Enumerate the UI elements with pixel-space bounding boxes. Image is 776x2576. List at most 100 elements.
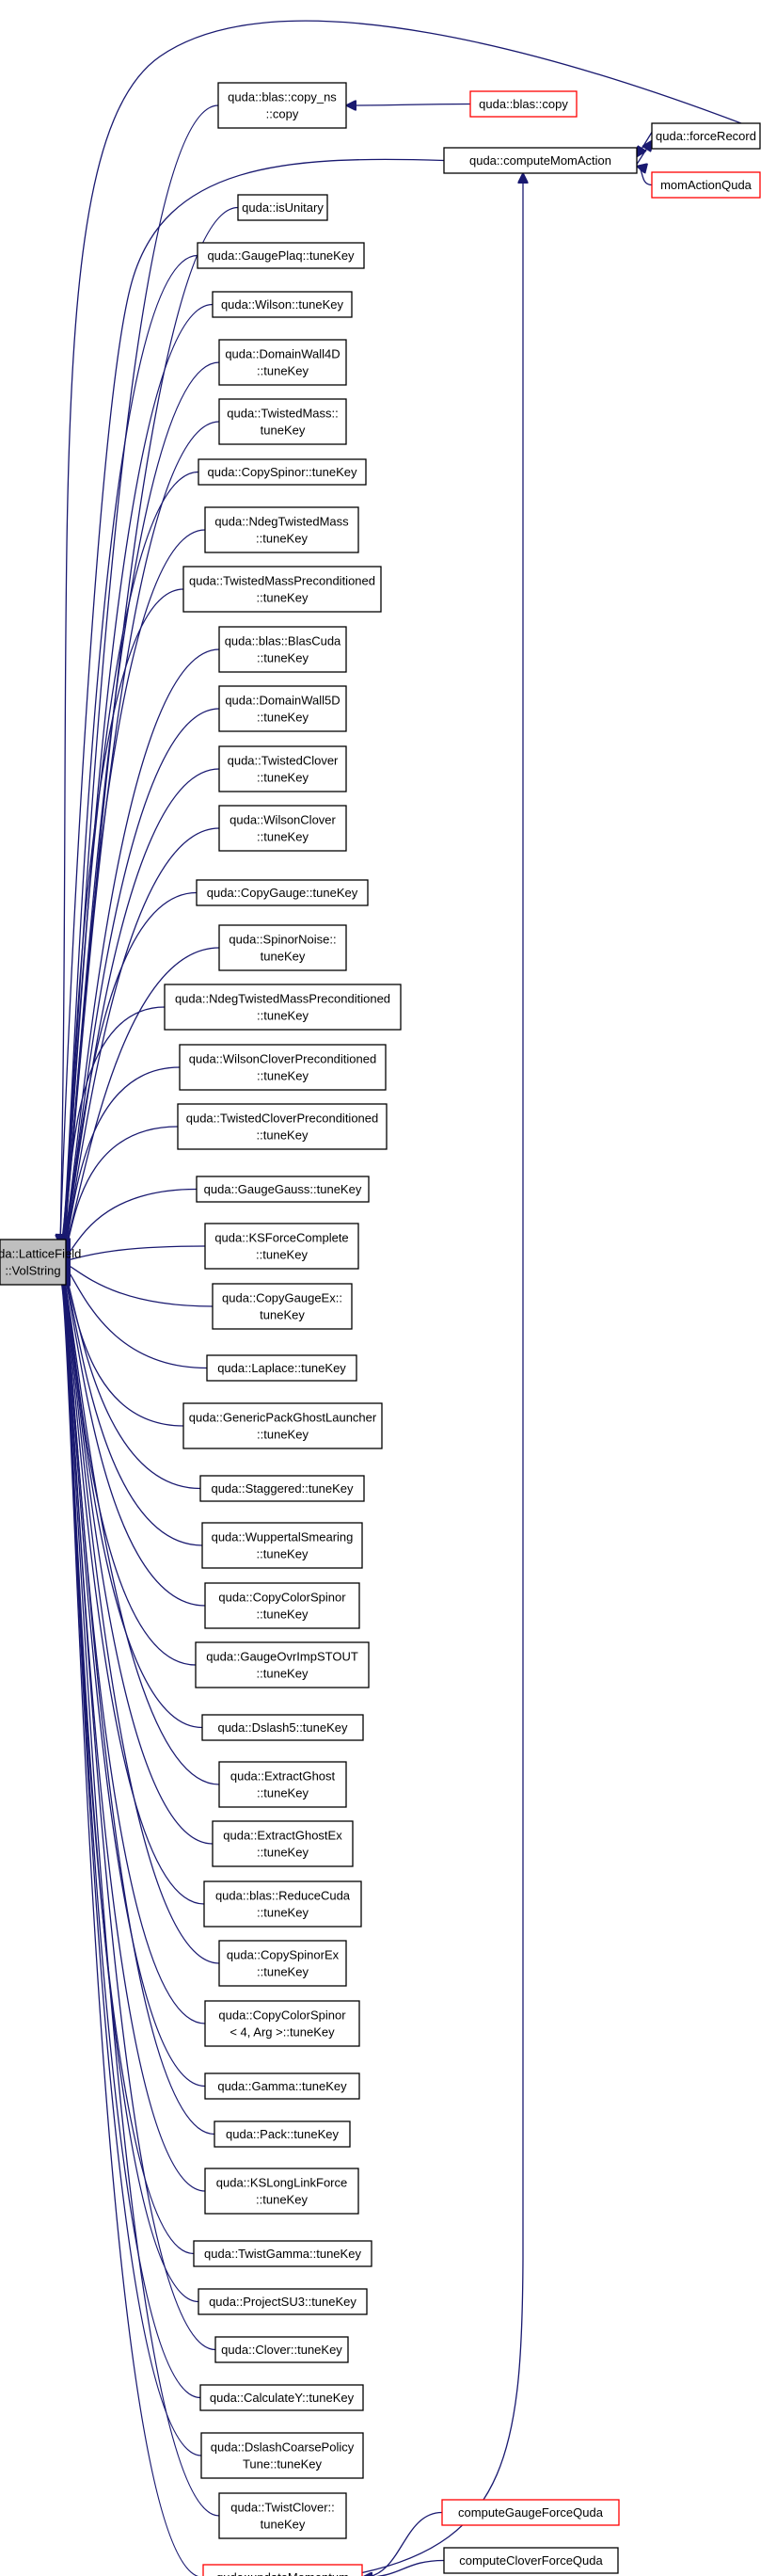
node-copy-ns[interactable]: quda::blas::copy_ns::copy — [217, 82, 347, 129]
node-label: quda::WuppertalSmearing — [212, 1530, 354, 1544]
node-dslash5[interactable]: quda::Dslash5::tuneKey — [201, 1714, 364, 1741]
edge-update-momentum-to-compute-mom-action — [361, 173, 523, 2574]
node-label: ::tuneKey — [257, 364, 309, 378]
node-box — [203, 1880, 362, 1928]
node-box — [196, 879, 369, 906]
node-box — [218, 339, 347, 386]
node-box — [441, 2499, 620, 2526]
node-compute-gauge-force-quda[interactable]: computeGaugeForceQuda — [441, 2499, 620, 2526]
node-twisted-clover[interactable]: quda::TwistedClover::tuneKey — [218, 745, 347, 792]
node-box — [214, 2336, 349, 2363]
node-label: quda::Pack::tuneKey — [226, 2127, 339, 2141]
edge-calculate-y-to-root — [60, 1278, 201, 2399]
node-spinor-noise[interactable]: quda::SpinorNoise::tuneKey — [218, 924, 347, 971]
node-box — [204, 1582, 360, 1629]
node-box — [199, 2384, 364, 2411]
node-label: quda::KSLongLinkForce — [216, 2176, 347, 2190]
node-label: quda::CopySpinor::tuneKey — [208, 465, 357, 479]
node-ndeg-tmprec[interactable]: quda::NdegTwistedMassPreconditioned::tun… — [164, 984, 402, 1031]
edge-compute-mom-action-to-force-record — [636, 141, 652, 165]
node-gauge-ovr-imp-stout[interactable]: quda::GaugeOvrImpSTOUT::tuneKey — [195, 1641, 370, 1688]
node-label: quda::Gamma::tuneKey — [217, 2079, 347, 2093]
node-box — [199, 1475, 365, 1502]
node-box — [443, 147, 638, 174]
node-twist-gamma[interactable]: quda::TwistGamma::tuneKey — [193, 2240, 372, 2267]
node-box — [206, 1354, 357, 1382]
edge-compute-clover-force-quda-to-update-momentum — [362, 2559, 445, 2576]
node-copy-spinor[interactable]: quda::CopySpinor::tuneKey — [198, 458, 367, 486]
node-laplace[interactable]: quda::Laplace::tuneKey — [206, 1354, 357, 1382]
node-domain-wall4-d[interactable]: quda::DomainWall4D::tuneKey — [218, 339, 347, 386]
node-ndeg-twisted-mass[interactable]: quda::NdegTwistedMass::tuneKey — [204, 506, 359, 553]
node-blascopy[interactable]: quda::blas::copy — [469, 90, 578, 118]
node-clover[interactable]: quda::Clover::tuneKey — [214, 2336, 349, 2363]
node-label: ::copy — [266, 107, 299, 121]
edge-wilson-clover-prec-to-root — [60, 1066, 181, 1258]
node-extract-ghost[interactable]: quda::ExtractGhost::tuneKey — [218, 1761, 347, 1808]
node-twisted-mass-prec[interactable]: quda::TwistedMassPreconditioned::tuneKey — [182, 566, 382, 613]
node-gamma[interactable]: quda::Gamma::tuneKey — [204, 2072, 360, 2100]
edge-compute-mom-action-to-root — [60, 158, 445, 1244]
node-box — [651, 171, 761, 199]
node-wuppertal-smearing[interactable]: quda::WuppertalSmearing::tuneKey — [201, 1522, 363, 1569]
edge-dslash-coarse-policy-to-root — [60, 1279, 202, 2456]
node-box — [218, 745, 347, 792]
node-box — [218, 1761, 347, 1808]
node-label: ::tuneKey — [257, 711, 309, 725]
node-box — [218, 805, 347, 852]
node-copy-color-spinor4[interactable]: quda::CopyColorSpinor< 4, Arg >::tuneKey — [204, 2000, 360, 2047]
node-wilson-clover[interactable]: quda::WilsonClover::tuneKey — [218, 805, 347, 852]
node-box — [179, 1044, 387, 1091]
node-staggered[interactable]: quda::Staggered::tuneKey — [199, 1475, 365, 1502]
node-ksforce-complete[interactable]: quda::KSForceComplete::tuneKey — [204, 1223, 359, 1270]
node-domain-wall5-d[interactable]: quda::DomainWall5D::tuneKey — [218, 685, 347, 732]
node-label: quda::TwistedCloverPreconditioned — [186, 1112, 379, 1126]
node-compute-clover-force-quda[interactable]: computeCloverForceQuda — [443, 2547, 619, 2574]
node-label: ::tuneKey — [257, 771, 309, 785]
node-label: quda::CopyGauge::tuneKey — [207, 886, 358, 900]
node-box — [201, 1714, 364, 1741]
node-pack[interactable]: quda::Pack::tuneKey — [214, 2120, 351, 2148]
edge-ksforce-complete-to-root — [60, 1245, 206, 1261]
node-reduce-cuda[interactable]: quda::blas::ReduceCuda::tuneKey — [203, 1880, 362, 1928]
node-copy-gauge[interactable]: quda::CopyGauge::tuneKey — [196, 879, 369, 906]
node-force-record[interactable]: quda::forceRecord — [651, 122, 761, 150]
node-copy-spinor-ex[interactable]: quda::CopySpinorEx::tuneKey — [218, 1940, 347, 1987]
node-wilson[interactable]: quda::Wilson::tuneKey — [212, 291, 353, 318]
node-copy-gauge-ex[interactable]: quda::CopyGaugeEx::tuneKey — [212, 1283, 353, 1330]
edge-domain-wall5-d-to-root — [60, 708, 220, 1254]
node-box — [193, 2240, 372, 2267]
node-label: tuneKey — [261, 424, 306, 438]
node-label: quda::GaugeGauss::tuneKey — [204, 1182, 362, 1196]
node-box — [218, 398, 347, 445]
node-copy-color-spinor[interactable]: quda::CopyColorSpinor::tuneKey — [204, 1582, 360, 1629]
edge-pack-to-root — [60, 1274, 215, 2136]
node-twist-clover[interactable]: quda::TwistClover::tuneKey — [218, 2492, 347, 2539]
node-label: quda::TwistGamma::tuneKey — [204, 2247, 361, 2261]
node-gauge-gauss[interactable]: quda::GaugeGauss::tuneKey — [196, 1176, 370, 1203]
node-label: quda::CalculateY::tuneKey — [210, 2391, 355, 2405]
node-kslong-link-force[interactable]: quda::KSLongLinkForce::tuneKey — [204, 2168, 359, 2215]
node-label: quda::TwistedMassPreconditioned — [189, 574, 375, 588]
node-compute-mom-action[interactable]: quda::computeMomAction — [443, 147, 638, 174]
node-root[interactable]: quda::LatticeField::VolString — [0, 1239, 81, 1286]
node-generic-pack-ghost[interactable]: quda::GenericPackGhostLauncher::tuneKey — [182, 1402, 383, 1449]
node-twisted-mass[interactable]: quda::TwistedMass::tuneKey — [218, 398, 347, 445]
node-mom-action-quda[interactable]: momActionQuda — [651, 171, 761, 199]
node-project-su3[interactable]: quda::ProjectSU3::tuneKey — [198, 2288, 368, 2315]
node-extract-ghost-ex[interactable]: quda::ExtractGhostEx::tuneKey — [212, 1820, 354, 1867]
node-is-unitary[interactable]: quda::isUnitary — [237, 194, 328, 221]
node-wilson-clover-prec[interactable]: quda::WilsonCloverPreconditioned::tuneKe… — [179, 1044, 387, 1091]
edge-update-momentum-to-root — [60, 1281, 200, 2576]
node-twisted-clover-prec[interactable]: quda::TwistedCloverPreconditioned::tuneK… — [177, 1103, 388, 1150]
node-label: quda::Staggered::tuneKey — [211, 1481, 354, 1496]
node-label: quda::CopyGaugeEx:: — [222, 1291, 342, 1305]
node-gauge-plaq[interactable]: quda::GaugePlaq::tuneKey — [197, 242, 365, 269]
node-box — [212, 291, 353, 318]
node-calculate-y[interactable]: quda::CalculateY::tuneKey — [199, 2384, 364, 2411]
node-update-momentum[interactable]: quda::updateMomentum — [202, 2564, 363, 2576]
node-blas-cuda[interactable]: quda::blas::BlasCuda::tuneKey — [218, 626, 347, 673]
node-box — [196, 1176, 370, 1203]
node-label: ::tuneKey — [257, 1428, 309, 1442]
